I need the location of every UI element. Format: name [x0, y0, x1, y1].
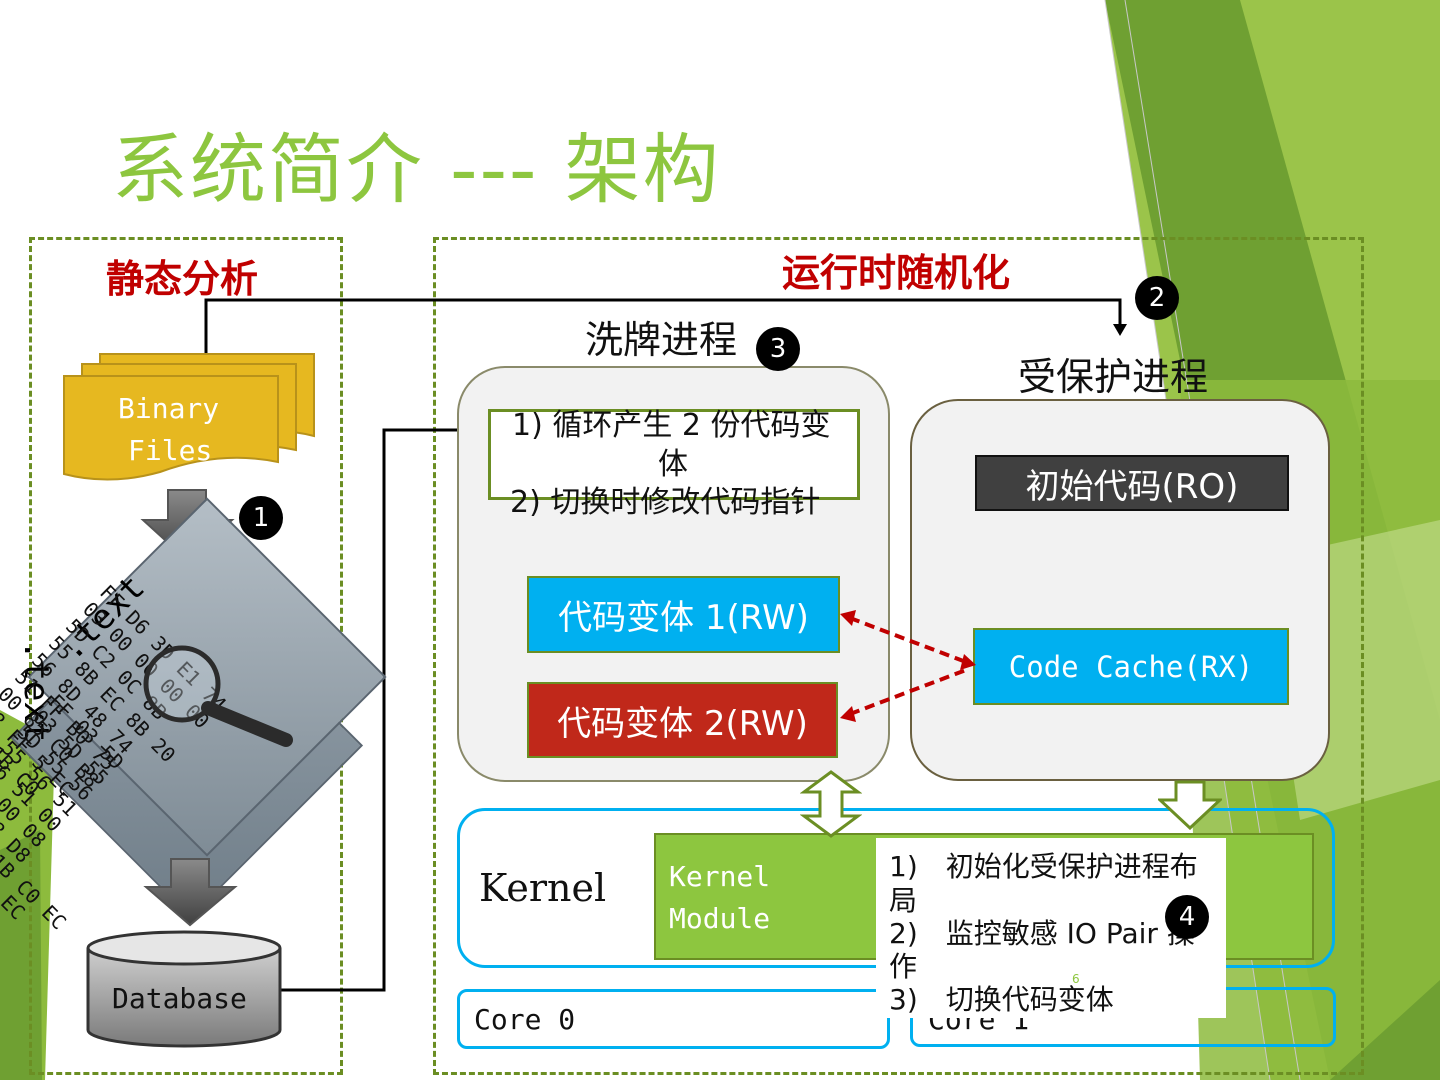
shuffle-note-1: 1) 循环产生 2 份代码变	[512, 408, 831, 443]
kernel-note-3: 3) 切换代码变体	[889, 983, 1114, 1016]
magnifier-icon	[143, 645, 293, 747]
shuffle-note-1b: 体	[658, 447, 688, 482]
core0-label: Core 0	[474, 1003, 576, 1036]
shuffle-note-box	[488, 409, 860, 500]
initial-code-box: 初始代码(RO)	[975, 455, 1289, 511]
protected-kernel-arrow	[1158, 780, 1222, 830]
shuffle-process-title: 洗牌进程	[585, 318, 738, 362]
kernel-module-label-1: Kernel	[669, 860, 771, 893]
step-badge-1: 1	[239, 496, 283, 540]
step-badge-2: 2	[1135, 276, 1179, 320]
code-variant-2-box: 代码变体 2(RW)	[527, 682, 838, 758]
static-analysis-title: 静态分析	[106, 257, 259, 301]
page-title: 系统简介 --- 架构	[112, 125, 721, 214]
protected-process-title: 受保护进程	[1018, 355, 1209, 399]
kernel-label: Kernel	[479, 866, 607, 910]
binary-files-icon	[63, 353, 315, 481]
step-badge-4: 4	[1165, 895, 1209, 939]
database-label: Database	[112, 982, 247, 1015]
core0-box	[457, 989, 890, 1049]
code-cache-box: Code Cache(RX)	[973, 628, 1289, 705]
down-arrow-2	[143, 858, 238, 927]
shuffle-note-2: 2) 切换时修改代码指针	[510, 485, 821, 520]
kernel-note-2-cont: 作	[889, 950, 918, 983]
kernel-note-2: 2) 监控敏感 IO Pair 操	[889, 917, 1195, 950]
kernel-note-1: 1) 初始化受保护进程布	[889, 850, 1198, 883]
page-number: 6	[1072, 972, 1080, 986]
binary-label-2: Files	[128, 434, 213, 467]
database-icon	[86, 930, 282, 1048]
kernel-note-1-cont: 局	[889, 884, 918, 917]
step-badge-3: 3	[756, 327, 800, 371]
kernel-module-label-2: Module	[669, 902, 771, 935]
runtime-box	[433, 237, 1364, 1075]
binary-label-1: Binary	[118, 392, 220, 425]
shuffle-kernel-arrow	[800, 770, 862, 838]
runtime-title: 运行时随机化	[782, 251, 1011, 295]
code-variant-1-box: 代码变体 1(RW)	[527, 576, 840, 653]
